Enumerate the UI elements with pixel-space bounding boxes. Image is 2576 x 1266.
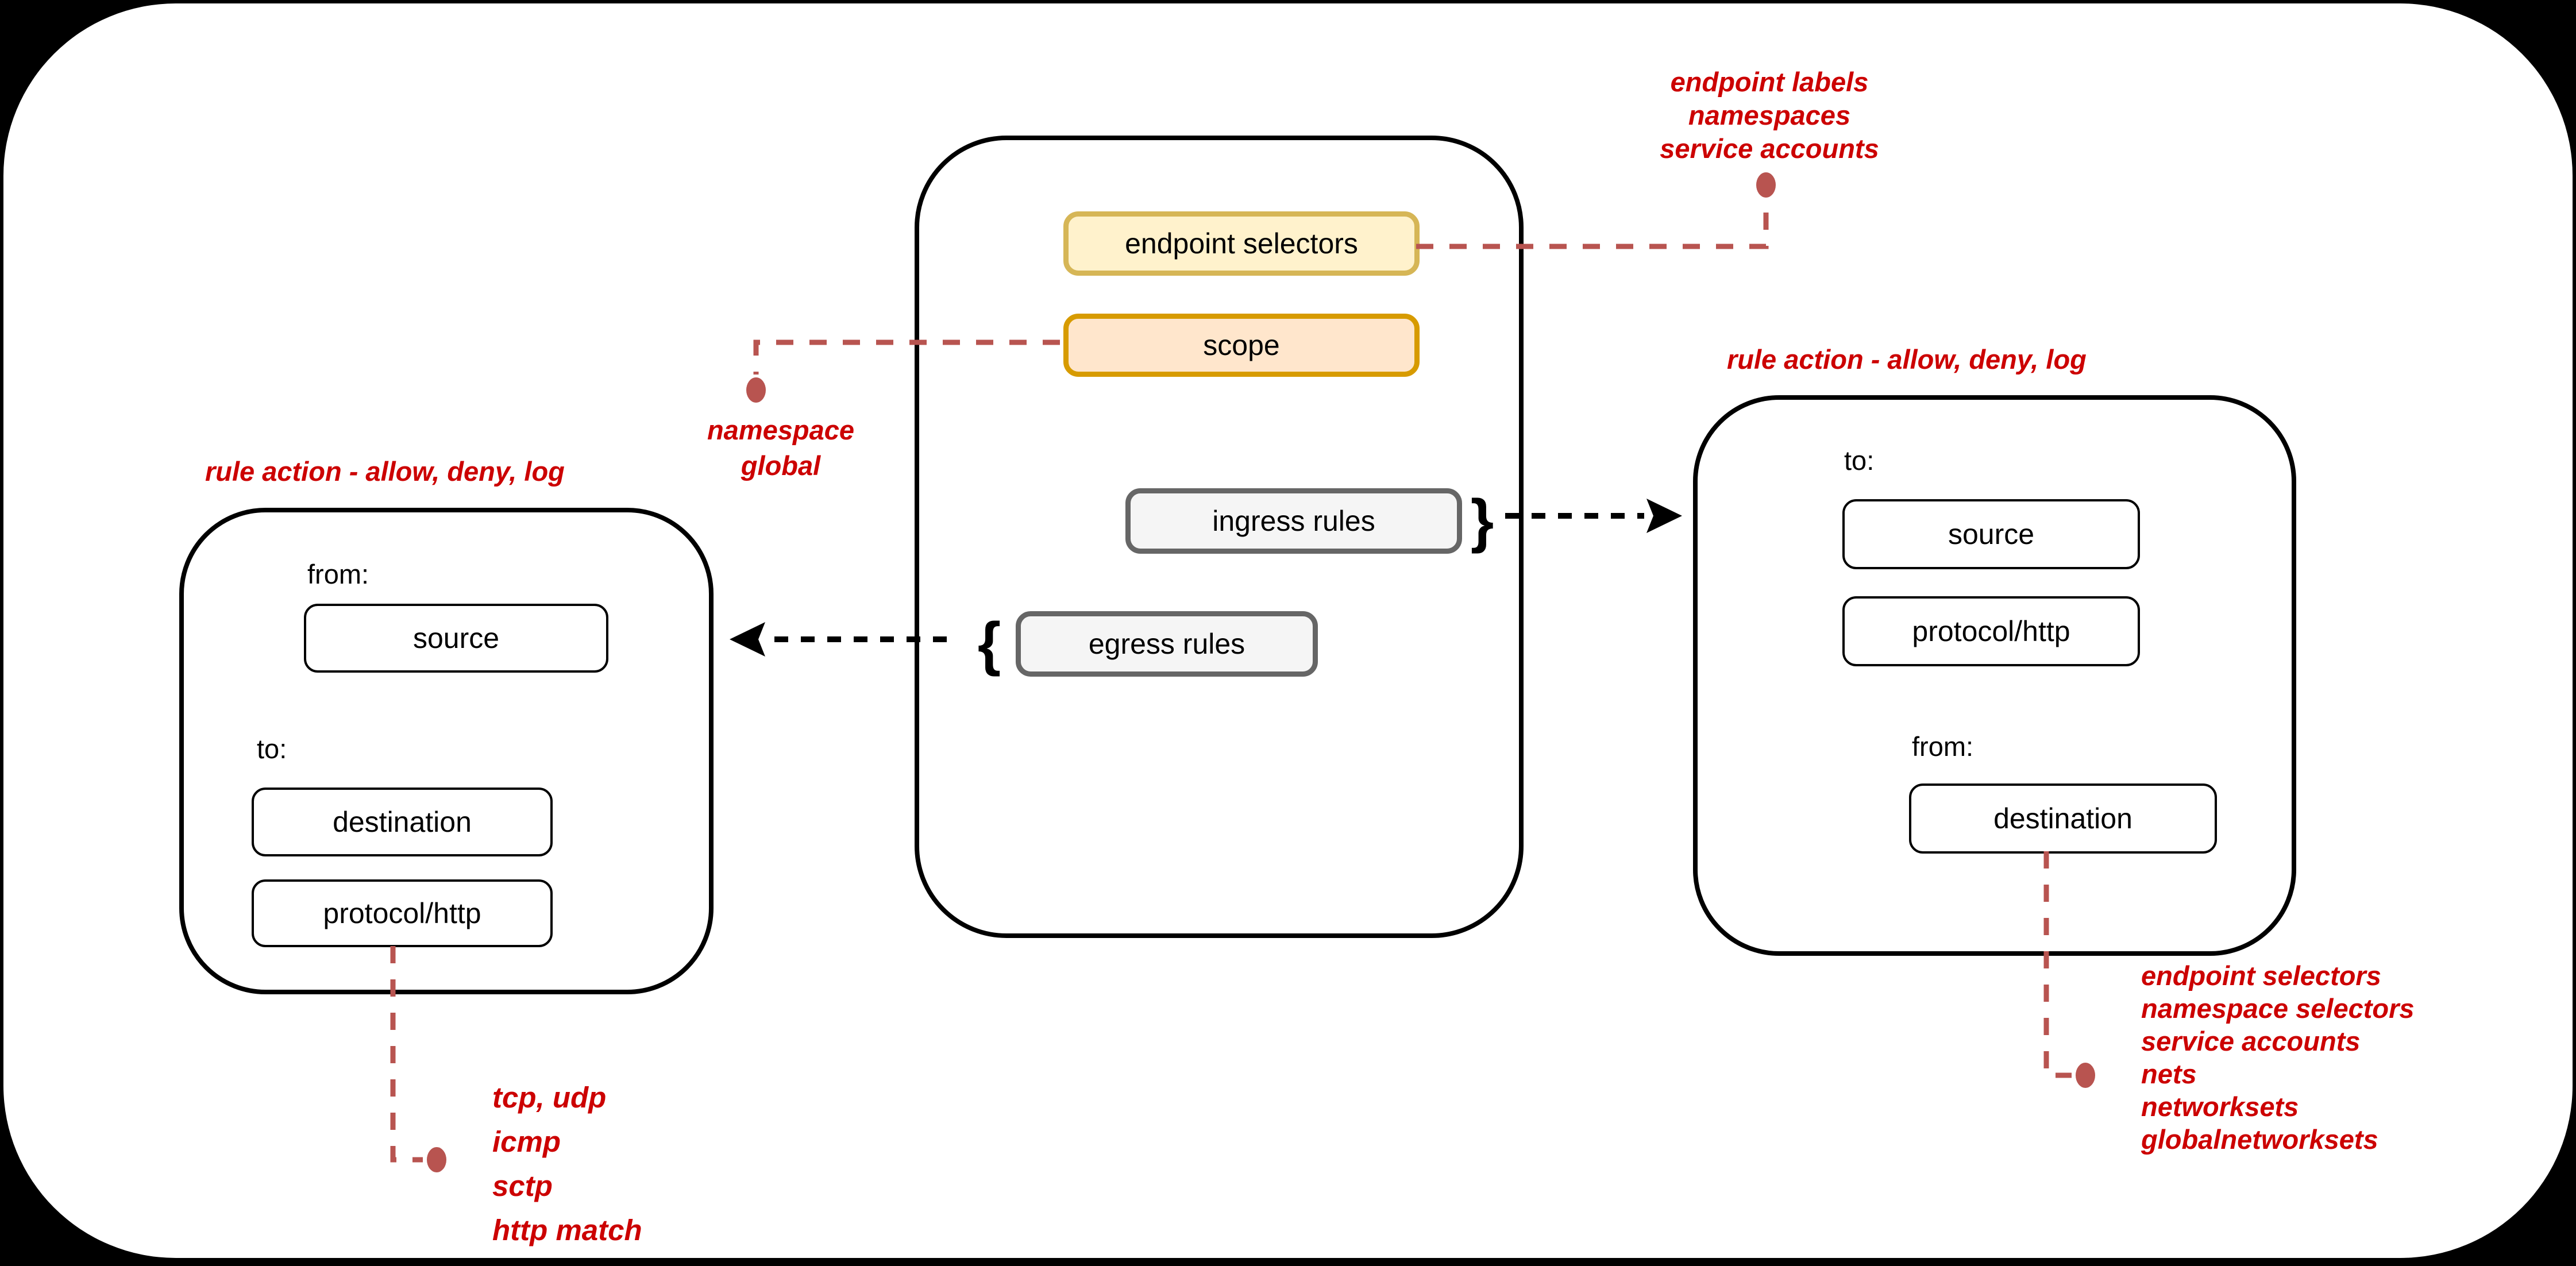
ingress-rule-action-note: rule action - allow, deny, log — [1727, 344, 2087, 375]
egress-rule-action-note: rule action - allow, deny, log — [205, 456, 565, 487]
egress-from-label: from: — [307, 559, 369, 589]
egress-to-label: to: — [257, 734, 287, 764]
egress-rules-label: egress rules — [1088, 628, 1245, 660]
ingress-brace-close: } — [1470, 487, 1494, 554]
egress-brace-open: { — [977, 610, 1001, 677]
ingress-detail-box — [1693, 395, 2296, 956]
egress-protocol-node: protocol/http — [252, 879, 553, 947]
egress-source-node: source — [304, 604, 608, 673]
ingress-protocol-node: protocol/http — [1842, 596, 2140, 666]
scope-annotation: namespace global — [707, 415, 855, 481]
diagram-canvas: endpoint selectors scope ingress rules e… — [3, 3, 2573, 1258]
ingress-from-label: from: — [1912, 731, 1974, 762]
endpoint-selectors-label: endpoint selectors — [1125, 227, 1358, 260]
endpoint-selectors-node: endpoint selectors — [1063, 211, 1420, 276]
ingress-to-label: to: — [1844, 445, 1875, 476]
scope-node: scope — [1063, 314, 1420, 377]
ingress-rules-node: ingress rules — [1125, 488, 1462, 554]
egress-rules-node: egress rules — [1016, 611, 1318, 677]
scope-label: scope — [1203, 329, 1280, 361]
ingress-source-node: source — [1842, 499, 2140, 569]
protocol-annotation: tcp, udp icmp sctp http match — [492, 1081, 642, 1246]
endpoint-selectors-annotation: endpoint labels namespaces service accou… — [1660, 67, 1879, 164]
ingress-destination-node: destination — [1909, 783, 2217, 854]
egress-destination-node: destination — [252, 788, 553, 856]
destination-annotation: endpoint selectors namespace selectors s… — [2141, 960, 2415, 1155]
ingress-rules-label: ingress rules — [1212, 505, 1375, 537]
